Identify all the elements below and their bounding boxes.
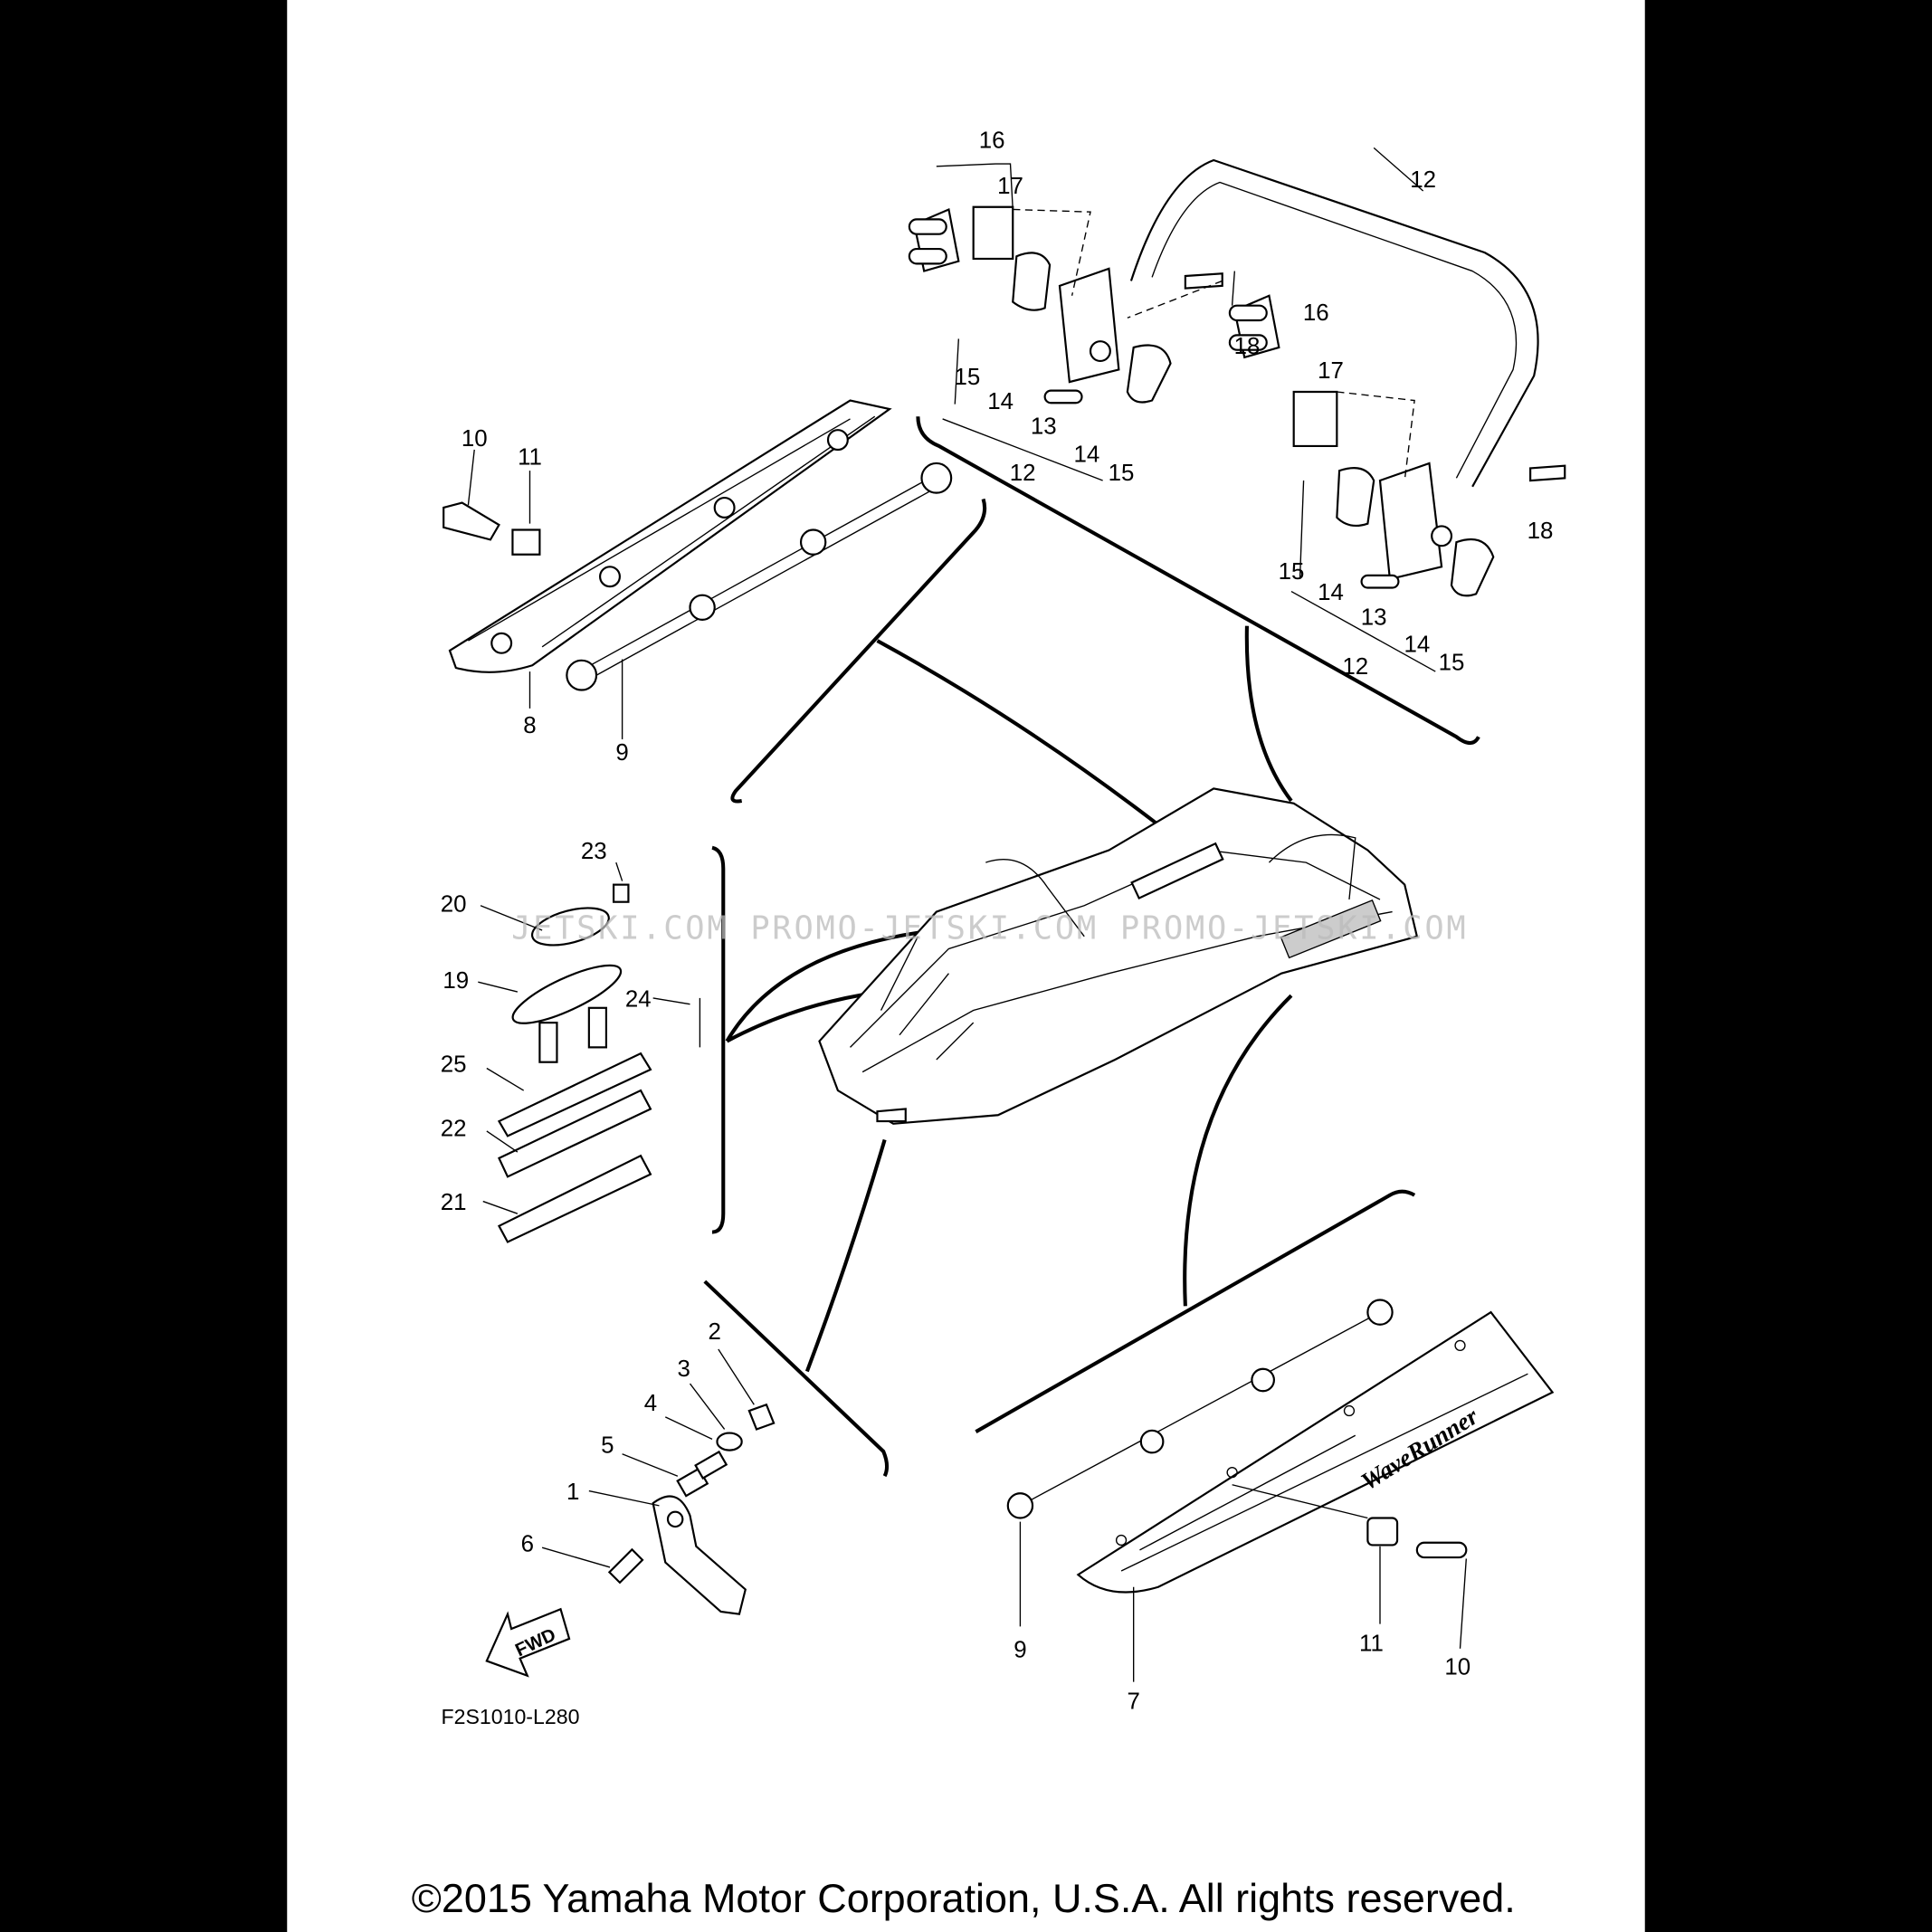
grab-bar-assembly <box>908 147 1566 672</box>
callout-16: 16 <box>1303 300 1329 326</box>
callout-4: 4 <box>644 1391 657 1416</box>
callout-15: 15 <box>1439 651 1465 676</box>
callout-15: 15 <box>954 365 980 390</box>
callout-19: 19 <box>443 968 469 994</box>
callout-2: 2 <box>709 1319 721 1345</box>
callout-21: 21 <box>441 1190 467 1215</box>
callout-17: 17 <box>997 174 1023 199</box>
watercraft-illustration <box>818 787 1419 1125</box>
callout-15: 15 <box>1109 461 1135 486</box>
callout-14: 14 <box>1404 632 1430 657</box>
callout-11: 11 <box>518 444 542 470</box>
right-border <box>1644 0 1932 1932</box>
callout-14: 14 <box>987 389 1014 414</box>
callout-3: 3 <box>677 1356 690 1382</box>
callout-8: 8 <box>523 713 536 738</box>
callout-12: 12 <box>1410 167 1436 193</box>
callout-labels: 16 17 12 18 15 14 13 12 14 15 16 17 18 1… <box>441 128 1554 1714</box>
callout-18: 18 <box>1234 334 1261 359</box>
leader-arrows <box>725 625 1293 1373</box>
callout-1: 1 <box>566 1480 579 1505</box>
callout-10: 10 <box>462 426 488 452</box>
watermark: JETSKI.COM PROMO-JETSKI.COM PROMO-JETSKI… <box>511 910 1468 947</box>
callout-14: 14 <box>1074 443 1100 468</box>
callout-9: 9 <box>615 740 628 766</box>
cleat-assembly <box>478 861 701 1243</box>
copyright-notice: ©2015 Yamaha Motor Corporation, U.S.A. A… <box>412 1875 1516 1921</box>
callout-10: 10 <box>1444 1654 1470 1680</box>
callout-23: 23 <box>581 839 607 864</box>
forward-direction-arrow: FWD <box>485 1607 571 1678</box>
callout-18: 18 <box>1528 519 1554 544</box>
side-rail-assembly <box>443 399 953 739</box>
callout-5: 5 <box>601 1432 614 1458</box>
callout-7: 7 <box>1127 1689 1139 1715</box>
callout-24: 24 <box>625 986 652 1012</box>
tow-eye-assembly <box>541 1348 776 1615</box>
callout-25: 25 <box>441 1052 467 1078</box>
callout-14: 14 <box>1318 580 1344 605</box>
callout-11: 11 <box>1359 1632 1384 1657</box>
callout-16: 16 <box>979 128 1005 153</box>
group-brackets <box>703 416 1480 1478</box>
callout-9: 9 <box>1014 1637 1026 1662</box>
callout-22: 22 <box>441 1116 467 1141</box>
callout-12: 12 <box>1010 461 1036 486</box>
callout-12: 12 <box>1342 654 1368 680</box>
callout-13: 13 <box>1031 414 1057 439</box>
callout-20: 20 <box>441 892 467 918</box>
callout-13: 13 <box>1361 604 1387 630</box>
callout-17: 17 <box>1318 358 1344 384</box>
left-border <box>0 0 288 1932</box>
callout-15: 15 <box>1279 559 1305 585</box>
figure-code: F2S1010-L280 <box>441 1705 579 1728</box>
callout-6: 6 <box>521 1531 534 1556</box>
